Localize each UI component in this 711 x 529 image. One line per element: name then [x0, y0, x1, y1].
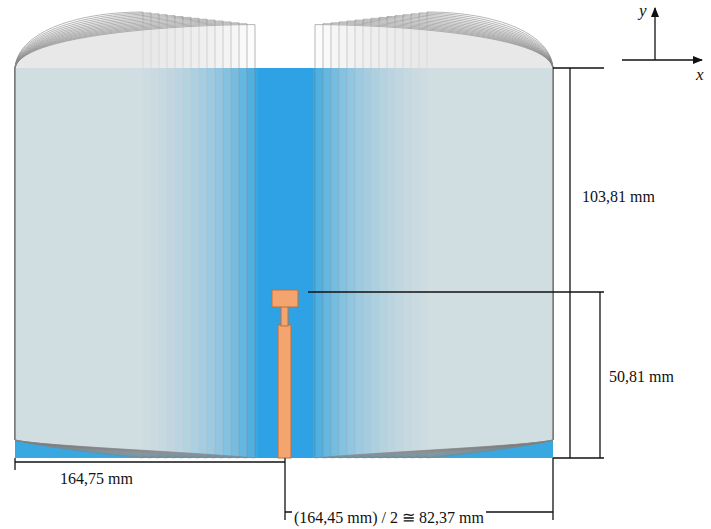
axis-label: y [637, 2, 649, 21]
center-gap [258, 68, 313, 458]
lens-plates [15, 12, 553, 458]
lens-plate [15, 25, 255, 458]
dimension-label: 103,81 mm [580, 188, 657, 206]
axis-label: x [694, 66, 706, 85]
microstrip-antenna [272, 290, 298, 458]
dimension-lines [15, 68, 604, 520]
dimension-label: (164,45 mm) / 2 ≅ 82,37 mm [292, 509, 486, 527]
axes [622, 8, 702, 60]
dimension-label: 50,81 mm [607, 368, 676, 386]
lens-plate [315, 25, 553, 458]
dimension-label: 164,75 mm [58, 470, 135, 488]
